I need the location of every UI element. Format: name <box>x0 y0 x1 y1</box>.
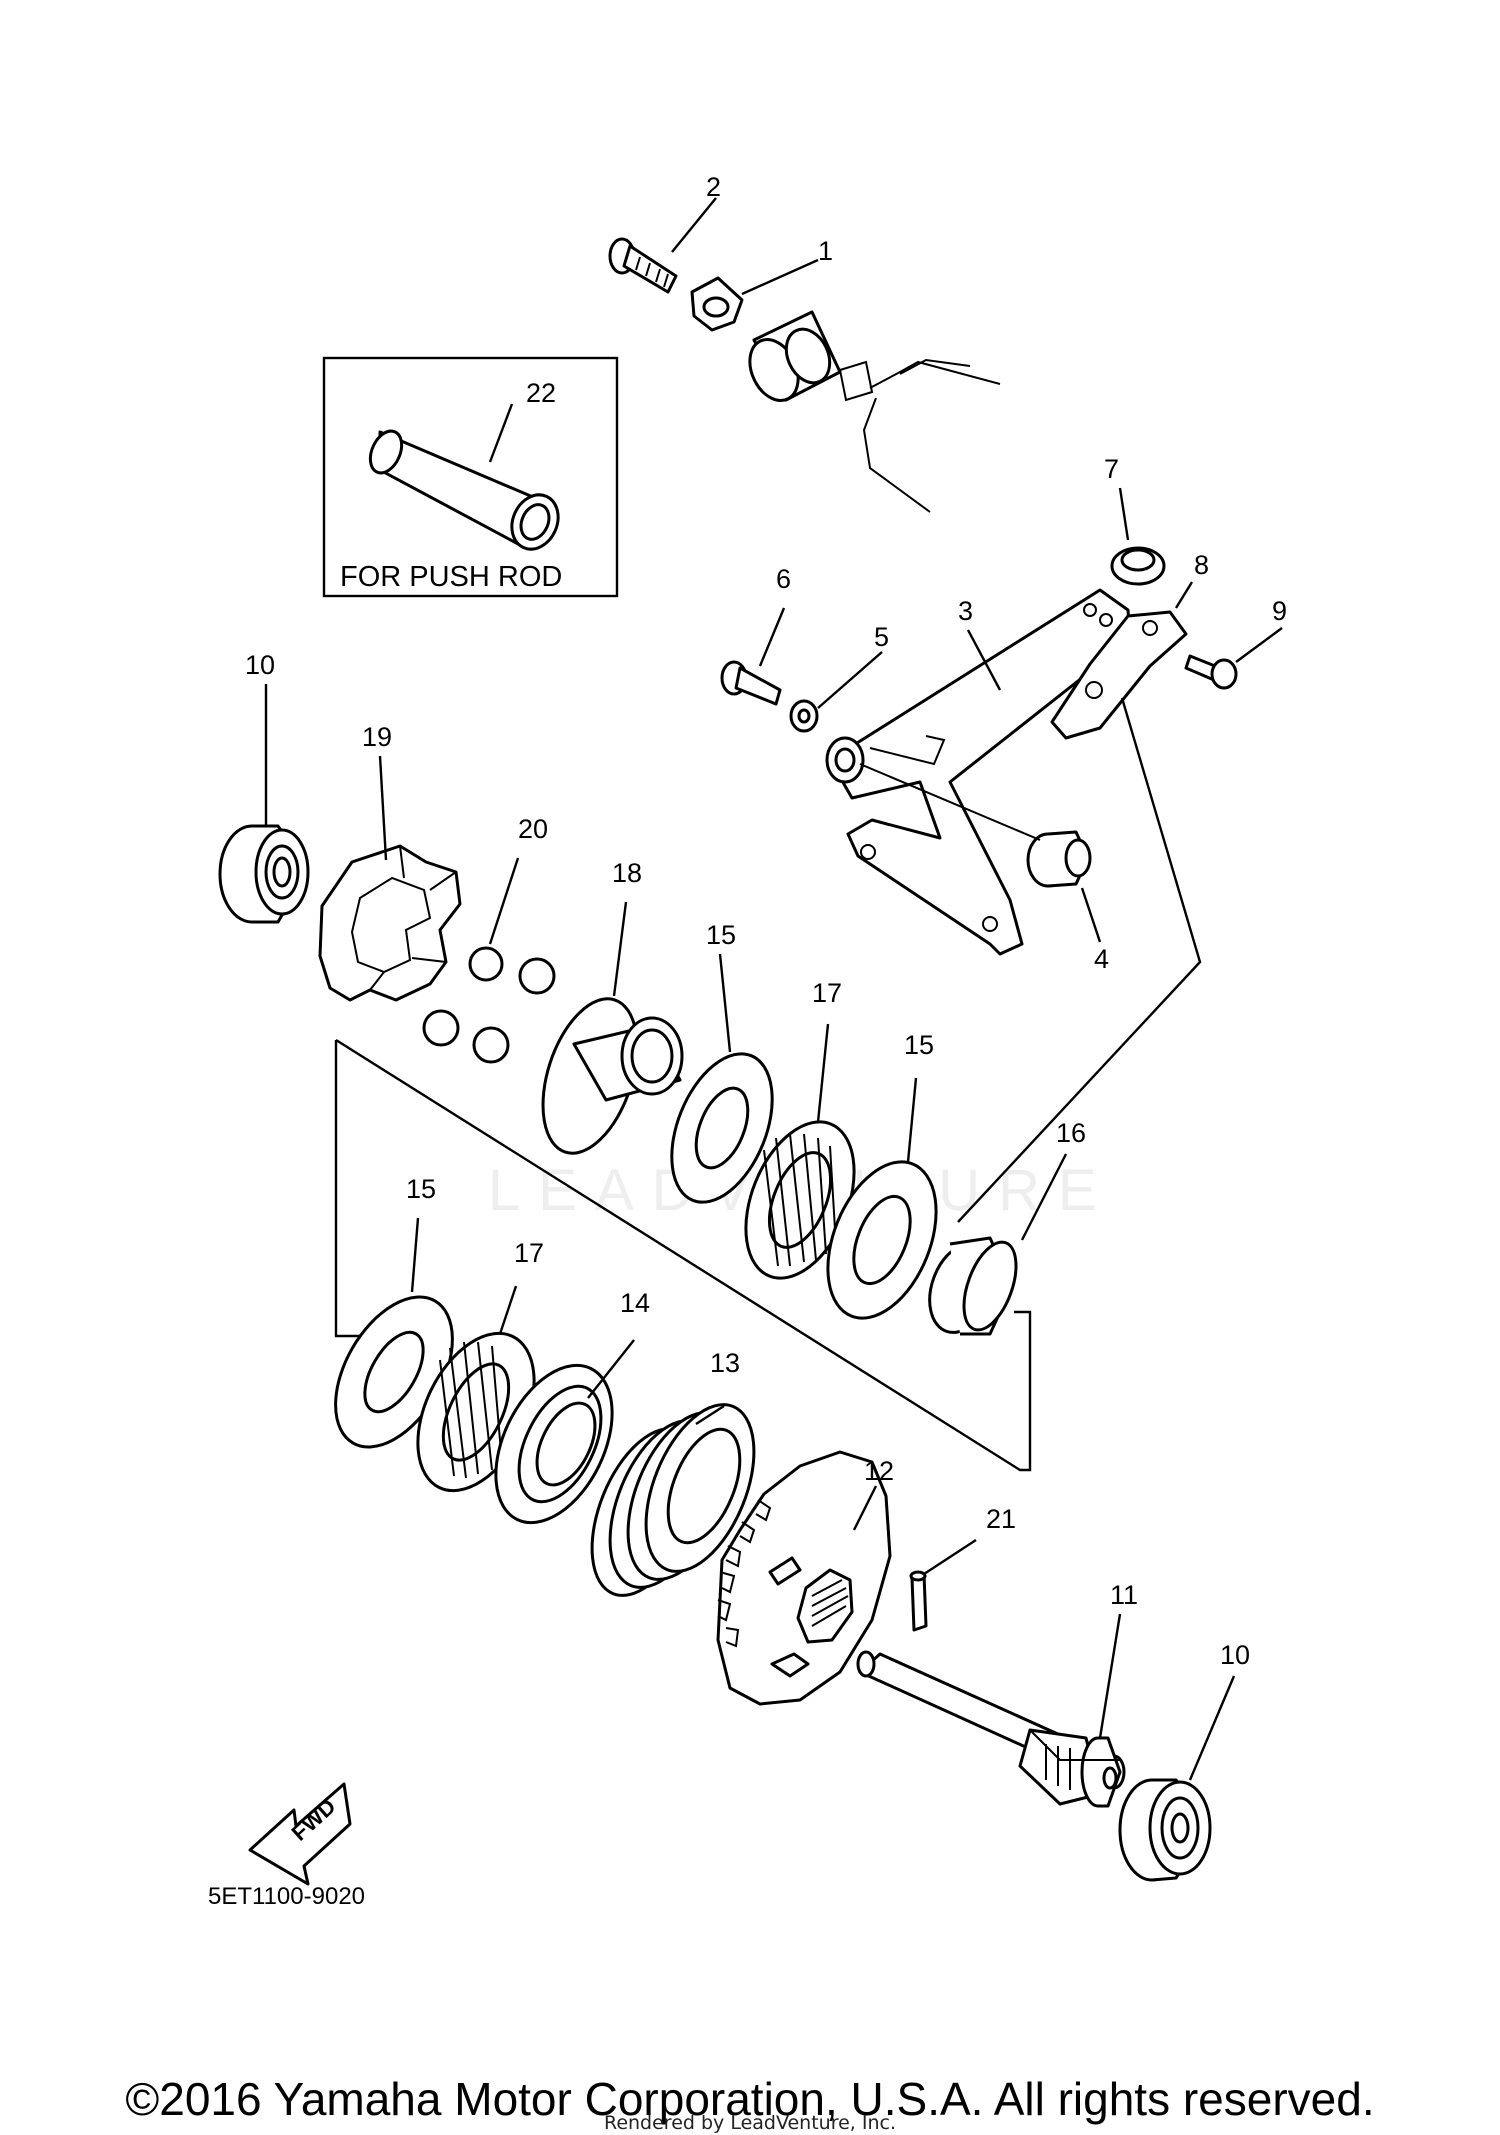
callout-9: 9 <box>1272 596 1287 626</box>
callout-6: 6 <box>776 564 791 594</box>
rendered-by-notice: Rendered by LeadVenture, Inc. <box>603 2112 897 2134</box>
gear-12 <box>716 1450 892 1706</box>
shock-mount-group <box>608 237 1001 513</box>
collar-16 <box>928 1236 1018 1336</box>
callout-16: 16 <box>1056 1118 1086 1148</box>
flanged-collar-18 <box>541 997 684 1155</box>
drawing-code: 5ET1100-9020 <box>208 1883 365 1910</box>
callout-5: 5 <box>874 622 889 652</box>
callout-2: 2 <box>706 172 721 202</box>
callout-11: 11 <box>1110 1580 1138 1610</box>
callout-3: 3 <box>958 596 973 626</box>
callout-10-top: 10 <box>245 650 275 680</box>
lever-assembly <box>720 546 1238 956</box>
assembly-brackets <box>334 697 1202 1472</box>
washer-15-a <box>670 1052 774 1204</box>
callout-10-bottom: 10 <box>1220 1640 1250 1670</box>
damper-19 <box>318 844 462 1002</box>
copyright-notice: ©2016 Yamaha Motor Corporation, U.S.A. A… <box>125 2073 1375 2125</box>
callout-17-b: 17 <box>514 1238 544 1268</box>
spring-13 <box>590 1403 756 1597</box>
callout-21: 21 <box>986 1504 1016 1534</box>
callout-18: 18 <box>612 858 642 888</box>
bearing-10-bottom <box>1118 1778 1212 1882</box>
callout-13: 13 <box>710 1348 740 1378</box>
callout-20: 20 <box>518 814 548 844</box>
callout-19: 19 <box>362 722 392 752</box>
inset-label: FOR PUSH ROD <box>340 561 562 593</box>
callout-12: 12 <box>864 1456 894 1486</box>
callout-15-b: 15 <box>904 1030 934 1060</box>
callout-15-c: 15 <box>406 1174 436 1204</box>
thrust-bearing-17-a <box>744 1120 856 1280</box>
balls-20 <box>422 946 556 1064</box>
callout-7: 7 <box>1104 454 1119 484</box>
callouts: 1 2 3 4 5 6 7 8 9 10 10 11 12 13 14 15 1… <box>245 172 1287 1670</box>
bearing-10-top <box>218 824 310 924</box>
callout-22: 22 <box>526 378 556 408</box>
callout-4: 4 <box>1094 944 1109 974</box>
push-rod-inset: FOR PUSH ROD <box>322 356 619 598</box>
spring-seat-14 <box>494 1363 614 1525</box>
fwd-arrow-icon: FWD <box>248 1782 352 1886</box>
callout-17-a: 17 <box>812 978 842 1008</box>
washer-15-b <box>826 1160 938 1320</box>
callout-15-a: 15 <box>706 920 736 950</box>
shaft-11 <box>856 1650 1126 1808</box>
callout-8: 8 <box>1194 550 1209 580</box>
leader-lines <box>264 197 1283 1781</box>
callout-14: 14 <box>620 1288 650 1318</box>
callout-1: 1 <box>818 236 833 266</box>
pin-21 <box>909 1570 928 1632</box>
